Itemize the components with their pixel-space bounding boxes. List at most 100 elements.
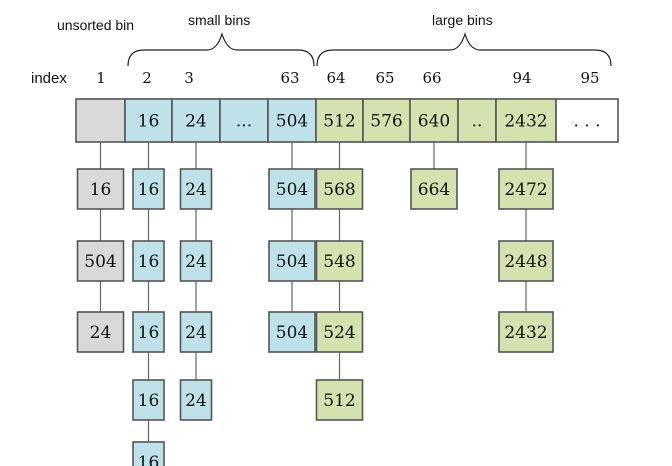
chunk-size-label: 24 — [185, 323, 207, 343]
chunk-node-box — [315, 168, 364, 210]
small-bins-brace — [127, 31, 315, 67]
chunk-size-label: 16 — [138, 453, 160, 466]
chunk-size-label: 24 — [185, 180, 207, 200]
chunk-node-box — [498, 311, 554, 353]
chunk-node: 524 — [315, 311, 364, 353]
chunk-node: 548 — [315, 240, 364, 282]
chunk-node: 16 — [76, 168, 125, 210]
chunk-node: 24 — [179, 240, 213, 282]
bin-cell-6: 576 — [362, 98, 411, 143]
chunk-node: 512 — [315, 379, 364, 421]
bin-cell-box — [457, 98, 497, 143]
chunk-node-box — [410, 168, 458, 210]
large-bins-brace — [316, 31, 612, 67]
bin-cell-label: 2432 — [504, 112, 547, 132]
bin-cell-5: 512 — [315, 98, 364, 143]
chunk-node: 16 — [132, 441, 165, 466]
chain-nodes: 1650424161616161624242424504504504568548… — [76, 168, 554, 466]
bin-cell-9: 2432 — [495, 98, 557, 143]
chunk-node: 16 — [132, 379, 165, 421]
chunk-node-box — [268, 168, 316, 210]
chunk-node-box — [132, 240, 165, 282]
chunk-size-label: 504 — [276, 323, 308, 343]
chunk-size-label: 24 — [185, 252, 207, 272]
bin-cell-0 — [75, 98, 126, 143]
chunk-node-box — [498, 240, 554, 282]
bin-cell-3: ... — [219, 98, 269, 143]
chunk-node-box — [76, 240, 125, 282]
bin-cell-label: 640 — [418, 112, 450, 132]
chunk-node: 16 — [132, 311, 165, 353]
bin-cell-label: . . . — [573, 112, 600, 132]
index-number-2: 2 — [142, 69, 152, 87]
chunk-node-box — [76, 168, 125, 210]
bin-cell-4: 504 — [267, 98, 317, 143]
bin-cell-box — [555, 98, 619, 143]
chunk-node: 664 — [410, 168, 458, 210]
chain-lines — [99, 142, 527, 442]
chunk-node-box — [315, 240, 364, 282]
chunk-size-label: 2432 — [504, 323, 547, 343]
chunk-size-label: 2472 — [504, 180, 547, 200]
bin-cell-label: ... — [236, 112, 252, 132]
chunk-node: 24 — [179, 379, 213, 421]
chunk-node-box — [315, 379, 364, 421]
chunk-node: 24 — [76, 311, 125, 353]
bin-cell-1: 16 — [124, 98, 173, 143]
index-number-1: 1 — [96, 69, 106, 87]
chunk-node-box — [268, 311, 316, 353]
chunk-node-box — [179, 240, 213, 282]
chunk-size-label: 24 — [185, 391, 207, 411]
index-number-94: 94 — [512, 69, 531, 87]
chunk-node-box — [498, 168, 554, 210]
chunk-node-box — [132, 441, 165, 466]
bin-cell-label: 16 — [138, 112, 160, 132]
chunk-node-box — [179, 311, 213, 353]
bin-cell-box — [409, 98, 459, 143]
bin-cell-2: 24 — [171, 98, 221, 143]
chunk-size-label: 512 — [323, 391, 355, 411]
chunk-size-label: 504 — [276, 180, 308, 200]
chunk-size-label: 568 — [323, 180, 355, 200]
chunk-node-box — [132, 168, 165, 210]
small-bins-label: small bins — [188, 12, 250, 28]
chunk-size-label: 524 — [323, 323, 355, 343]
bin-cell-label: .. — [472, 112, 483, 132]
bin-cell-label: 24 — [185, 112, 207, 132]
chunk-size-label: 664 — [418, 180, 450, 200]
bin-cell-box — [75, 98, 126, 143]
bin-cell-10: . . . — [555, 98, 619, 143]
large-bins-label: large bins — [432, 12, 493, 28]
index-label: index — [31, 70, 67, 87]
chunk-size-label: 548 — [323, 252, 355, 272]
chunk-size-label: 24 — [90, 323, 112, 343]
bin-array: 16 24... 504 512 576 640.. 2432 . . . — [75, 98, 619, 143]
bin-cell-box — [315, 98, 364, 143]
chunk-node: 24 — [179, 311, 213, 353]
chunk-node: 2432 — [498, 311, 554, 353]
bin-cell-box — [171, 98, 221, 143]
chunk-node-box — [179, 379, 213, 421]
bin-cell-box — [124, 98, 173, 143]
chunk-node: 16 — [132, 168, 165, 210]
chunk-node: 24 — [179, 168, 213, 210]
chunk-node-box — [179, 168, 213, 210]
bin-cell-box — [362, 98, 411, 143]
bin-cell-label: 512 — [323, 112, 355, 132]
chunk-node: 504 — [76, 240, 125, 282]
chunk-node-box — [132, 379, 165, 421]
chunk-node: 16 — [132, 240, 165, 282]
chunk-node-box — [132, 311, 165, 353]
chunk-node: 504 — [268, 240, 316, 282]
chunk-size-label: 16 — [90, 180, 112, 200]
unsorted-bin-label: unsorted bin — [57, 17, 134, 33]
bin-cell-7: 640 — [409, 98, 459, 143]
bin-cell-8: .. — [457, 98, 497, 143]
index-number-65: 65 — [375, 69, 394, 87]
chunk-size-label: 2448 — [504, 252, 547, 272]
chunk-size-label: 16 — [138, 391, 160, 411]
chunk-node: 504 — [268, 311, 316, 353]
